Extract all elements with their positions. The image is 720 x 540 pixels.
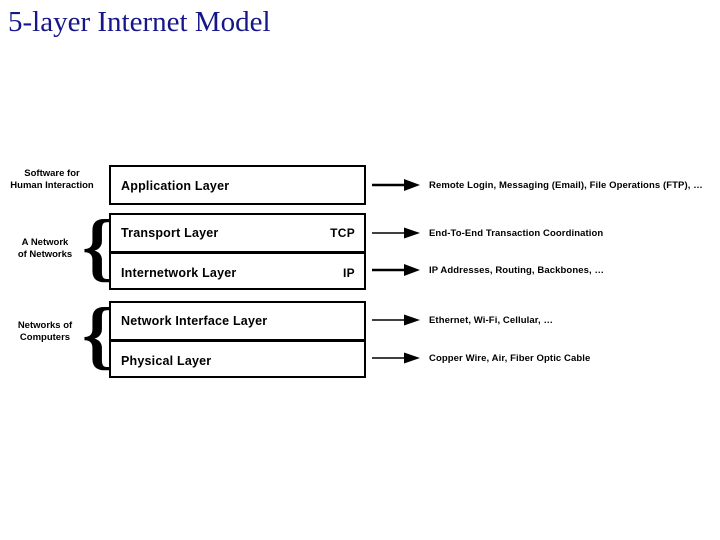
layer-row-physical[interactable]: Physical Layer [111,342,364,380]
layer-row-transport[interactable]: Transport Layer TCP [111,215,364,254]
side-caption-software-line2: Human Interaction [10,180,94,191]
layer-protocol-tcp: TCP [330,226,355,240]
side-caption-network-of-networks: A Network of Networks [8,237,82,261]
annotation-row-physical: Copper Wire, Air, Fiber Optic Cable [372,350,590,366]
side-caption-software-line1: Software for [24,168,80,179]
layer-group-application: Application Layer [109,165,366,205]
layer-group-network: Network Interface Layer Physical Layer [109,301,366,378]
annotation-text-internetwork: IP Addresses, Routing, Backbones, … [429,264,605,276]
annotation-text-network-interface: Ethernet, Wi-Fi, Cellular, … [429,314,554,326]
layer-protocol-ip: IP [343,266,355,280]
arrow-right-icon [372,314,420,326]
curly-brace-icon-internet-group: { [82,205,112,289]
side-caption-network-line1: A Network [21,237,69,248]
layer-row-network-interface[interactable]: Network Interface Layer [111,303,364,342]
annotation-text-application: Remote Login, Messaging (Email), File Op… [429,179,703,191]
arrow-right-icon [372,352,420,364]
side-caption-network-line2: of Networks [17,249,73,260]
layer-row-application[interactable]: Application Layer [111,167,364,205]
annotation-text-transport: End-To-End Transaction Coordination [429,227,604,239]
layer-name-physical: Physical Layer [121,354,212,368]
annotation-row-transport: End-To-End Transaction Coordination [372,225,603,241]
layer-name-network-interface: Network Interface Layer [121,314,268,328]
side-caption-computers-line2: Computers [19,332,71,343]
arrow-right-icon [372,179,420,191]
annotation-row-network-interface: Ethernet, Wi-Fi, Cellular, … [372,312,553,328]
layer-row-internetwork[interactable]: Internetwork Layer IP [111,254,364,292]
arrow-right-icon [372,264,420,276]
side-caption-computers-line1: Networks of [17,320,73,331]
arrow-right-icon [372,227,420,239]
side-caption-software: Software for Human Interaction [2,168,102,192]
annotation-row-internetwork: IP Addresses, Routing, Backbones, … [372,262,604,278]
layer-name-application: Application Layer [121,179,230,193]
layer-group-internet: Transport Layer TCP Internetwork Layer I… [109,213,366,290]
layer-name-transport: Transport Layer [121,226,219,240]
annotation-text-physical: Copper Wire, Air, Fiber Optic Cable [429,352,591,364]
annotation-row-application: Remote Login, Messaging (Email), File Op… [372,177,703,193]
curly-brace-icon-network-group: { [82,293,112,377]
layer-name-internetwork: Internetwork Layer [121,266,237,280]
page-title: 5-layer Internet Model [8,6,271,38]
side-caption-networks-of-computers: Networks of Computers [6,320,84,344]
